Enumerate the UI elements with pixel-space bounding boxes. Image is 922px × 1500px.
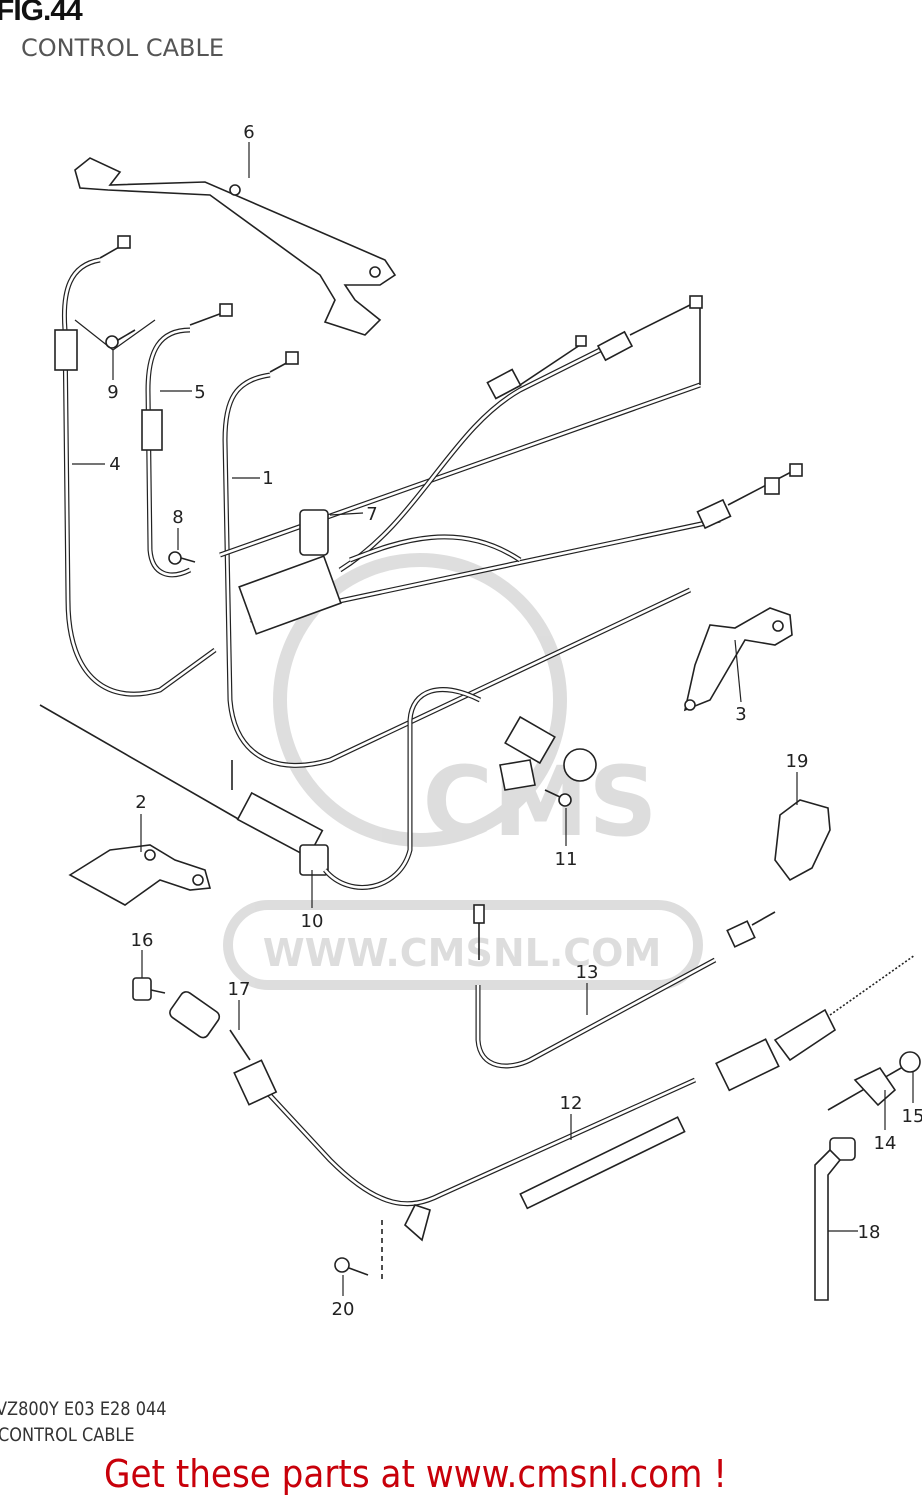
callout-12: 12 (560, 1093, 583, 1114)
figure-number: FIG.44 (0, 0, 83, 27)
promo-link[interactable]: Get these parts at www.cmsnl.com ! (104, 1452, 728, 1496)
part-9-screw (105, 329, 136, 349)
callout-5: 5 (194, 382, 205, 403)
callout-16: 16 (131, 930, 154, 951)
upper-cables (338, 304, 803, 573)
part-2-bracket (68, 844, 212, 906)
model-code: VZ800Y E03 E28 044 (0, 1398, 167, 1420)
part-10-choke-cable (39, 687, 597, 890)
part-20-bolt (334, 1257, 369, 1276)
part-5-cable (141, 303, 233, 578)
callout-13: 13 (576, 962, 599, 983)
part-3-bracket (683, 607, 793, 712)
diagram-title: CONTROL CABLE (21, 34, 225, 62)
part-13-cable (473, 904, 776, 1069)
part-15-nut (899, 1051, 921, 1073)
callout-3: 3 (735, 704, 746, 725)
callout-18: 18 (858, 1222, 881, 1243)
part-7-clip (238, 509, 342, 635)
callout-10: 10 (301, 911, 324, 932)
callout-leaders (72, 142, 914, 1296)
part-19-plate (774, 799, 831, 882)
part-12-cable (263, 954, 916, 1280)
callout-15: 15 (902, 1106, 922, 1127)
cms-watermark: CMS WWW.CMSNL.COM (223, 553, 703, 990)
watermark-url: WWW.CMSNL.COM (263, 931, 662, 975)
callout-9: 9 (107, 382, 118, 403)
part-18-guide (814, 1137, 856, 1301)
callout-17: 17 (228, 979, 251, 1000)
part-6-bracket (74, 157, 397, 336)
part-16-bolt (132, 977, 166, 1001)
callout-1: 1 (262, 468, 273, 489)
callout-20: 20 (332, 1299, 355, 1320)
part-8-screw (168, 551, 196, 565)
callout-14: 14 (874, 1133, 897, 1154)
part-17-clip (169, 991, 278, 1106)
callout-11: 11 (555, 849, 578, 870)
callout-2: 2 (135, 792, 146, 813)
callout-6: 6 (243, 122, 254, 143)
footer-caption: CONTROL CABLE (0, 1424, 135, 1446)
callout-7: 7 (366, 504, 377, 525)
part-11-screw (544, 789, 572, 807)
watermark-logo: CMS (422, 746, 657, 858)
callout-19: 19 (786, 751, 809, 772)
part-4-cable (54, 235, 217, 697)
callout-8: 8 (172, 507, 183, 528)
callout-labels: 1 2 3 4 5 6 7 8 9 10 11 12 13 14 15 16 1… (107, 122, 922, 1320)
callout-4: 4 (109, 454, 120, 475)
